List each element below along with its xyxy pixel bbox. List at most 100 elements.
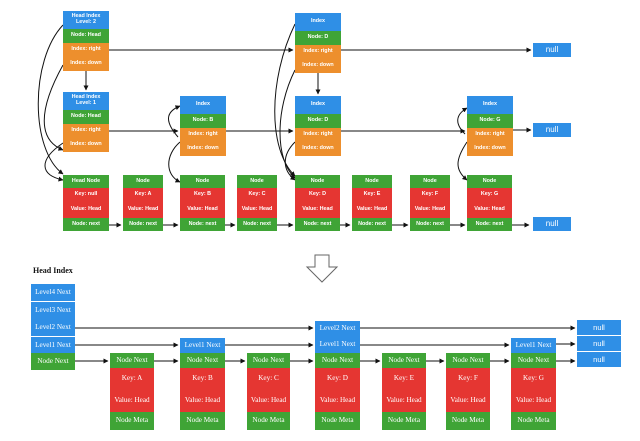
node-d-level2-next: Level2 Next <box>315 321 360 337</box>
index-l1-d-down-field: Index: down <box>295 142 341 156</box>
node-e-meta: Node Meta <box>382 412 426 430</box>
node-g-meta: Node Meta <box>511 412 556 430</box>
node-b-next-field: Node: next <box>180 218 225 231</box>
node-d-key: Key: D <box>315 368 360 390</box>
node-f-meta: Node Meta <box>446 412 490 430</box>
node-a-key-field: Key: A <box>123 188 163 202</box>
node-e-key-field: Key: E <box>352 188 392 202</box>
node-c-key-field: Key: C <box>237 188 277 202</box>
down-arrow-icon <box>305 254 339 283</box>
node-g-node-next: Node Next <box>511 353 556 368</box>
node-g-key: Key: G <box>511 368 556 390</box>
node-a-meta: Node Meta <box>110 412 154 430</box>
node-g-value-field: Value: Head <box>467 202 512 218</box>
node-c-key: Key: C <box>247 368 290 390</box>
index-l2-d-header: Index <box>295 13 341 31</box>
head-index-level3-next: Level3 Next <box>31 302 75 319</box>
node-c-value: Value: Head <box>247 390 290 412</box>
node-a-node-next: Node Next <box>110 353 154 368</box>
head-node-header: Head Node <box>63 175 109 188</box>
head-index-level1-down-field: Index: down <box>63 138 109 152</box>
arrow-curve <box>457 141 468 181</box>
arrow-curve <box>279 69 296 179</box>
null-box: null <box>577 320 621 335</box>
node-c-header: Node <box>237 175 277 188</box>
node-f-header: Node <box>410 175 450 188</box>
node-d-value-field: Value: Head <box>295 202 340 218</box>
index-l1-g-header: Index <box>467 96 513 114</box>
node-b-level1-next: Level1 Next <box>180 338 225 353</box>
arrow-curve <box>44 142 64 182</box>
node-g-value: Value: Head <box>511 390 556 412</box>
node-f-next-field: Node: next <box>410 218 450 231</box>
index-l1-b-node-field: Node: B <box>180 114 226 128</box>
null-box: null <box>577 352 621 367</box>
node-e-node-next: Node Next <box>382 353 426 368</box>
head-node-value-field: Value: Head <box>63 202 109 218</box>
node-c-value-field: Value: Head <box>237 202 277 218</box>
node-f-value: Value: Head <box>446 390 490 412</box>
node-d-next-field: Node: next <box>295 218 340 231</box>
node-b-key: Key: B <box>180 368 225 390</box>
node-a-value: Value: Head <box>110 390 154 412</box>
node-b-node-next: Node Next <box>180 353 225 368</box>
node-d-meta: Node Meta <box>315 412 360 430</box>
head-index-level1-header: Head Index Level: 1 <box>63 92 109 110</box>
node-d-level1-next: Level1 Next <box>315 337 360 353</box>
node-d-value: Value: Head <box>315 390 360 412</box>
index-l1-b-header: Index <box>180 96 226 114</box>
node-f-node-next: Node Next <box>446 353 490 368</box>
head-index-level2-right-field: Index: right <box>63 43 109 57</box>
node-d-key-field: Key: D <box>295 188 340 202</box>
index-l1-b-right-field: Index: right <box>180 128 226 142</box>
node-a-next-field: Node: next <box>123 218 163 231</box>
node-c-node-next: Node Next <box>247 353 290 368</box>
head-index-level4-next: Level4 Next <box>31 284 75 301</box>
node-g-level1-next: Level1 Next <box>511 338 556 353</box>
head-index-level1-node-field: Node: Head <box>63 110 109 124</box>
index-l2-d-node-field: Node: D <box>295 31 341 45</box>
arrow-curve <box>274 23 296 177</box>
index-l1-b-down-field: Index: down <box>180 142 226 156</box>
arrow-curve <box>457 107 468 135</box>
node-g-header: Node <box>467 175 512 188</box>
node-c-next-field: Node: next <box>237 218 277 231</box>
null-box: null <box>533 43 571 57</box>
index-l2-d-down-field: Index: down <box>295 59 341 73</box>
head-index-level2-next: Level2 Next <box>31 319 75 336</box>
node-a-header: Node <box>123 175 163 188</box>
head-node-key-field: Key: null <box>63 188 109 202</box>
node-d-node-next: Node Next <box>315 353 360 368</box>
head-index-node-next: Node Next <box>31 353 75 370</box>
node-b-header: Node <box>180 175 225 188</box>
null-box: null <box>533 123 571 137</box>
node-f-key-field: Key: F <box>410 188 450 202</box>
index-l1-g-down-field: Index: down <box>467 142 513 156</box>
index-l1-g-right-field: Index: right <box>467 128 513 142</box>
index-l1-d-right-field: Index: right <box>295 128 341 142</box>
index-l2-d-right-field: Index: right <box>295 45 341 59</box>
node-d-header: Node <box>295 175 340 188</box>
head-index-level1-next: Level1 Next <box>31 337 75 354</box>
index-l1-d-header: Index <box>295 96 341 114</box>
head-index-level2-down-field: Index: down <box>63 57 109 71</box>
node-f-value-field: Value: Head <box>410 202 450 218</box>
node-g-next-field: Node: next <box>467 218 512 231</box>
null-box: null <box>577 336 621 351</box>
node-g-key-field: Key: G <box>467 188 512 202</box>
node-b-key-field: Key: B <box>180 188 225 202</box>
node-f-key: Key: F <box>446 368 490 390</box>
node-b-value: Value: Head <box>180 390 225 412</box>
head-index-level2-node-field: Node: Head <box>63 29 109 43</box>
node-e-key: Key: E <box>382 368 426 390</box>
head-index-level2-header: Head Index Level: 2 <box>63 11 109 29</box>
node-b-meta: Node Meta <box>180 412 225 430</box>
head-index-level1-right-field: Index: right <box>63 124 109 138</box>
node-e-value-field: Value: Head <box>352 202 392 218</box>
arrow-curve <box>43 64 64 151</box>
node-e-next-field: Node: next <box>352 218 392 231</box>
head-node-next-field: Node: next <box>63 218 109 231</box>
index-l1-g-node-field: Node: G <box>467 114 513 128</box>
